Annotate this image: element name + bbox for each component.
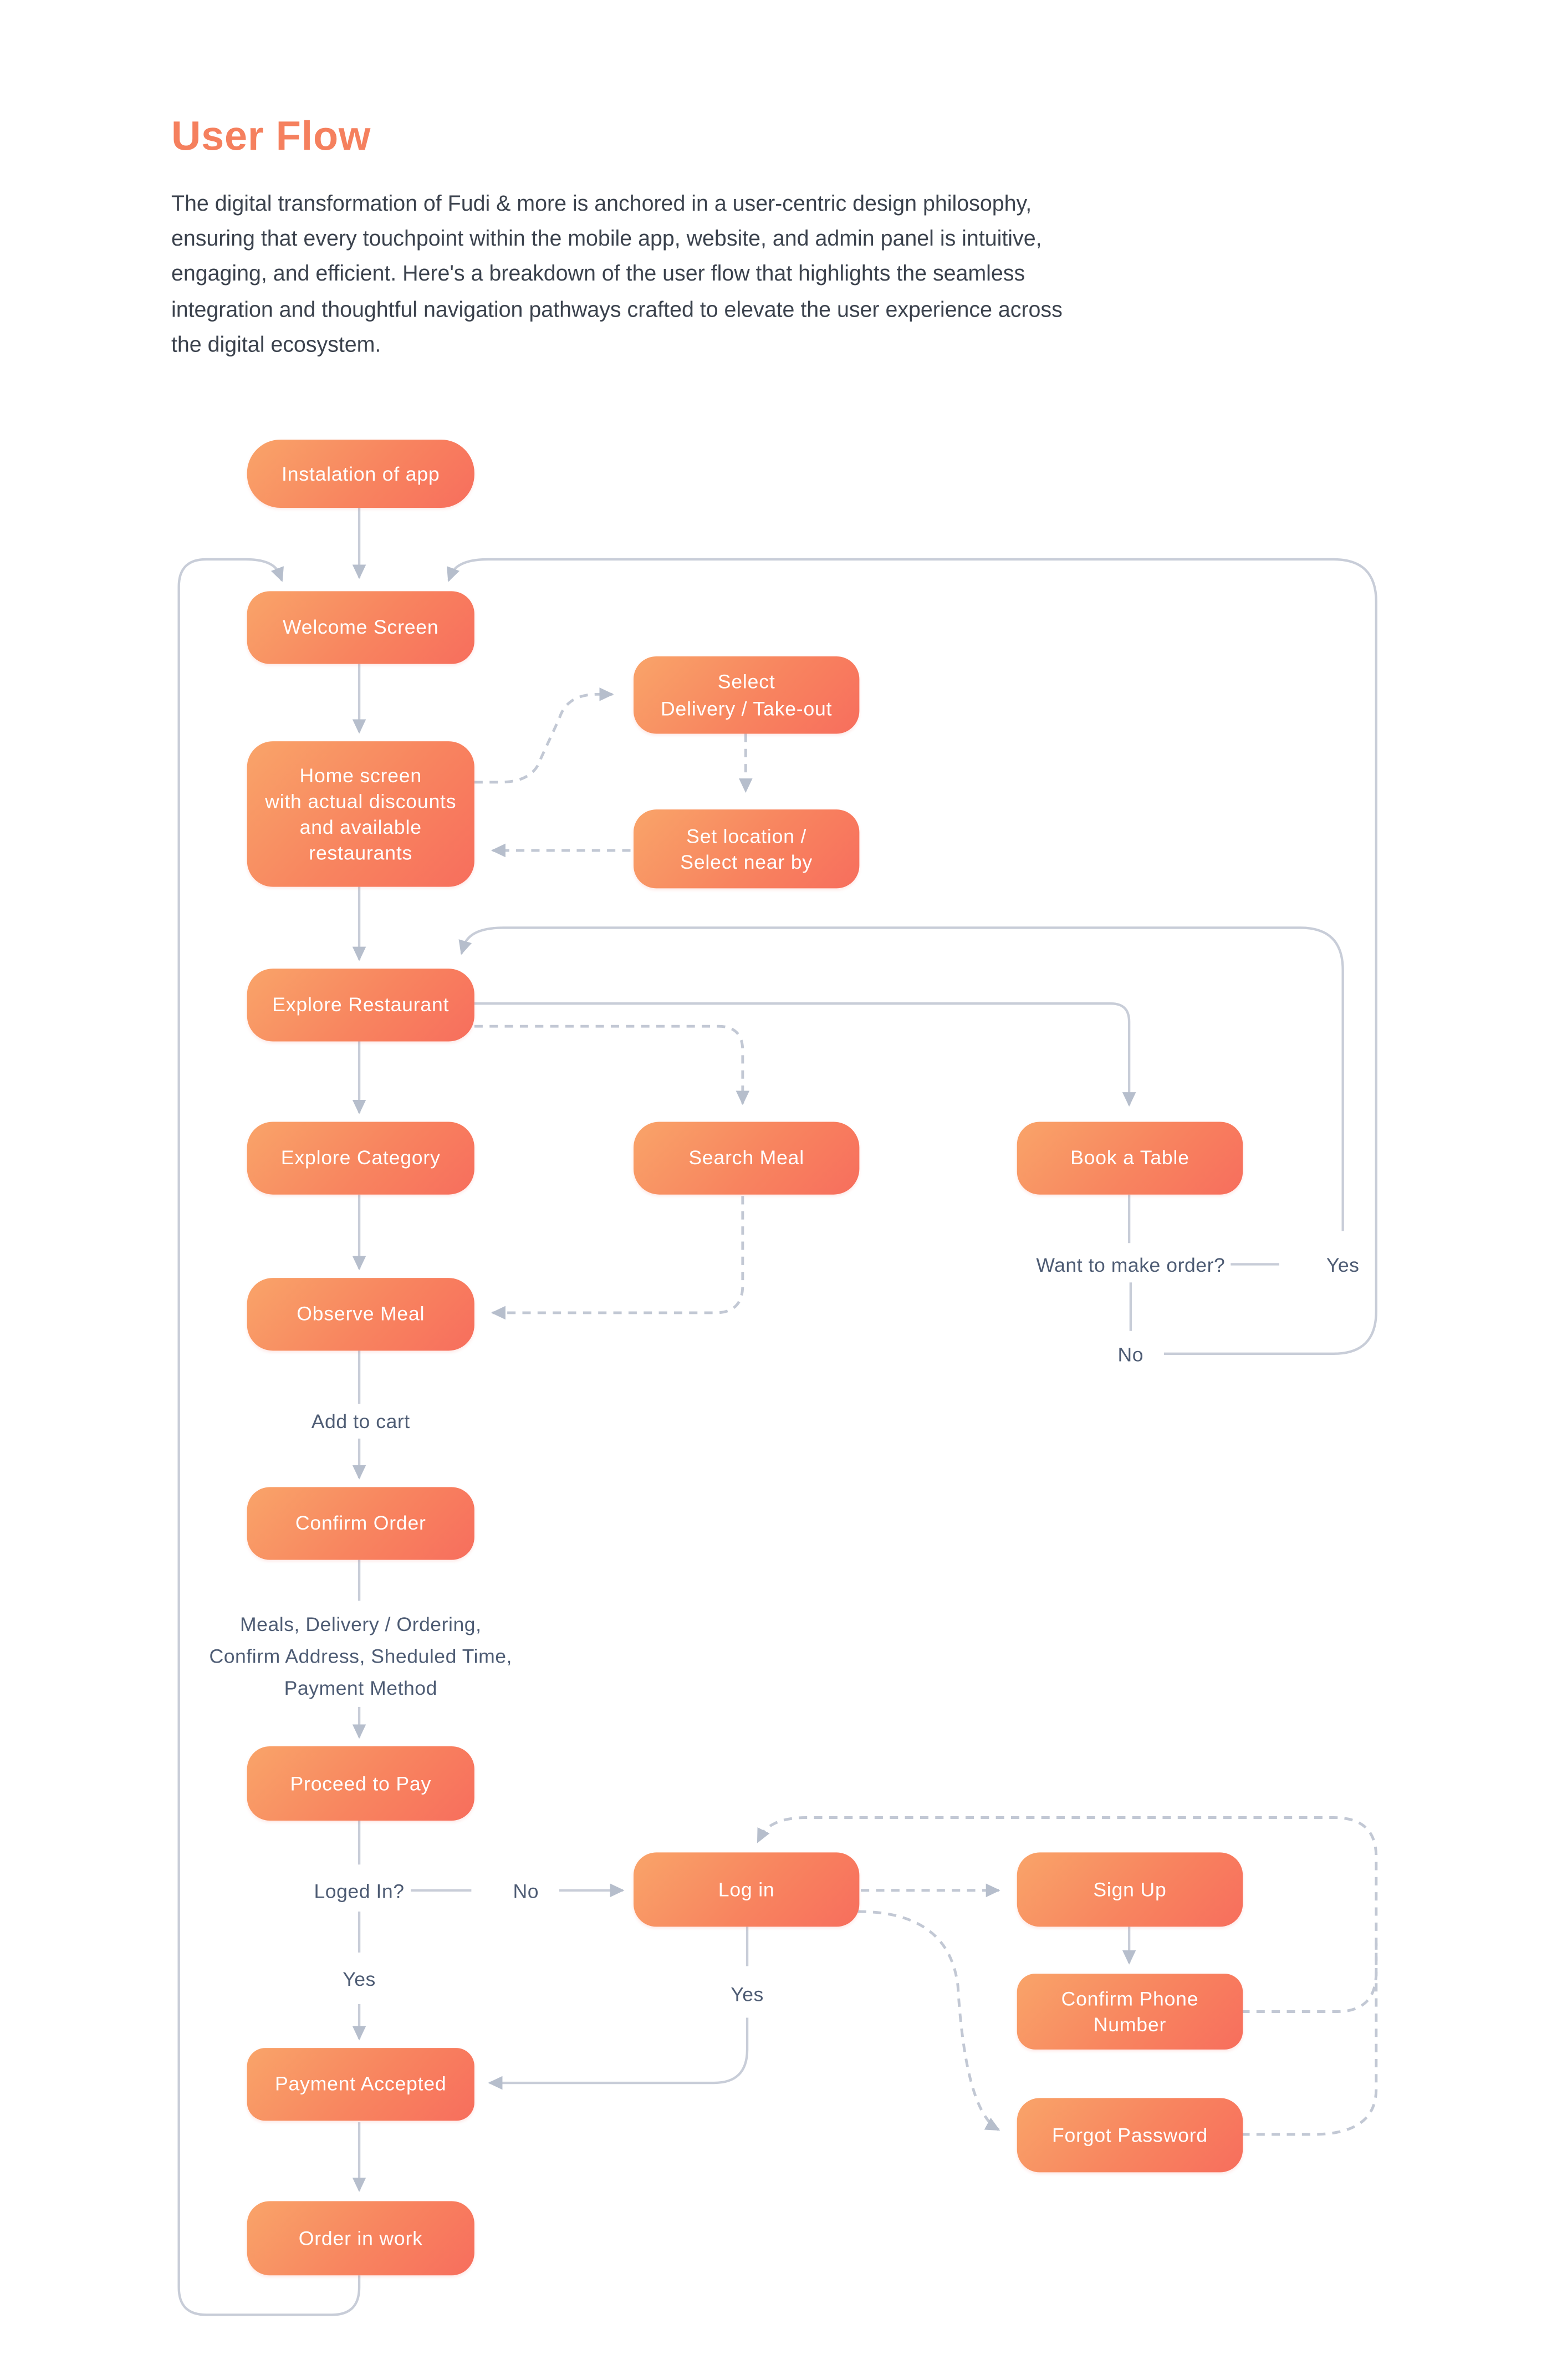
node-log-in: Log in [633,1852,860,1927]
node-set-location: Set location / Select near by [633,809,860,889]
label-want-to-make-order: Want to make order? [1036,1253,1226,1277]
label-add-to-cart: Add to cart [311,1409,410,1432]
wire-explore-to-search-meal [474,1025,750,1105]
node-confirm-order: Confirm Order [247,1487,474,1560]
label-loged-in-no: No [513,1879,539,1903]
node-order-in-work: Order in work [247,2201,474,2276]
node-search-meal: Search Meal [633,1122,860,1195]
label-loged-in: Loged In? [314,1879,405,1903]
node-select-delivery-takeout: Select Delivery / Take-out [633,656,860,734]
label-want-order-no: No [1117,1343,1144,1366]
node-home-screen: Home screen with actual discounts and av… [247,741,474,887]
label-login-yes: Yes [731,1983,764,2006]
node-confirm-phone-number: Confirm Phone Number [1017,1974,1243,2050]
intro-paragraph: The digital transformation of Fudi & mor… [171,192,1063,358]
node-forgot-password: Forgot Password [1017,2098,1243,2173]
node-welcome-screen: Welcome Screen [247,591,474,664]
wire-order-loop-to-welcome [177,558,361,2316]
wire-login-to-forgot [857,1910,1000,2131]
wire-yes-loop-to-explore [458,926,1344,1231]
wire-confirm-phone-loop [1241,1943,1378,2013]
label-loged-in-yes: Yes [343,1968,376,1991]
wire-forgot-loop-to-login [756,1816,1378,2136]
node-proceed-to-pay: Proceed to Pay [247,1746,474,1821]
label-order-details: Meals, Delivery / Ordering, Confirm Addr… [209,1613,513,1700]
label-want-order-yes: Yes [1326,1253,1360,1277]
node-book-a-table: Book a Table [1017,1122,1243,1195]
node-explore-restaurant: Explore Restaurant [247,969,474,1042]
wire-search-to-observe [491,1196,744,1320]
wire-home-to-select-delivery [474,687,614,784]
wire-no-loop-to-welcome [447,558,1377,1355]
node-observe-meal: Observe Meal [247,1278,474,1351]
wire-loginyes-to-payment [488,2017,749,2090]
node-instalation-of-app: Instalation of app [247,439,474,508]
node-sign-up: Sign Up [1017,1852,1243,1927]
node-explore-category: Explore Category [247,1122,474,1195]
node-payment-accepted: Payment Accepted [247,2048,474,2121]
page-title: User Flow [171,114,371,160]
wire-explore-to-book-table [474,1002,1136,1107]
